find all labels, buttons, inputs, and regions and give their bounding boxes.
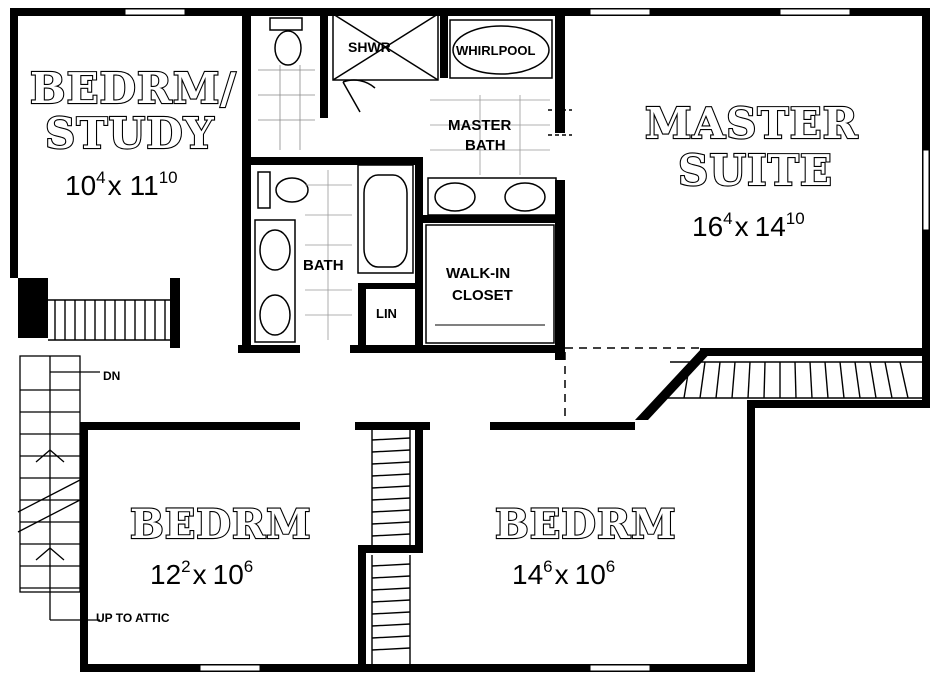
walk-in-label-1: WALK-IN (446, 265, 510, 282)
master-width: 16 (692, 211, 723, 242)
bedroom-left-height-inches: 6 (244, 557, 253, 576)
bedroom-left-dim-separator: x (193, 559, 207, 590)
walk-in-label-2: CLOSET (452, 287, 513, 304)
bath-label: BATH (303, 257, 344, 274)
bedroom-left-width: 12 (150, 559, 181, 590)
master-bath-label-1: MASTER (448, 117, 512, 134)
bedroom-right-width: 14 (512, 559, 543, 590)
study-title-line1: BEDRM/ (30, 64, 237, 113)
interior-walls (18, 8, 922, 672)
study-width-inches: 4 (96, 168, 105, 187)
bath-fixtures (254, 13, 572, 344)
dashed-openings (564, 347, 700, 420)
bedroom-right-height-inches: 6 (606, 557, 615, 576)
master-width-inches: 4 (723, 209, 732, 228)
master-title-line1: MASTER (645, 99, 859, 148)
bedroom-left-title: BEDRM (130, 501, 312, 548)
diagonal-wall (635, 348, 715, 420)
study-height: 11 (130, 170, 159, 201)
study-height-inches: 10 (159, 168, 178, 187)
bedroom-left-height: 10 (213, 559, 244, 590)
master-height: 14 (755, 211, 786, 242)
study-dim-separator: x (108, 170, 122, 201)
attic-label: UP TO ATTIC (96, 611, 170, 625)
study-width: 10 (65, 170, 96, 201)
master-dim-separator: x (735, 211, 749, 242)
study-title-line2: STUDY (45, 109, 215, 158)
bedroom-right-title: BEDRM (495, 501, 677, 548)
master-title-line2: SUITE (678, 146, 833, 195)
closet-hatching (48, 299, 922, 664)
whirlpool-label: WHIRLPOOL (456, 43, 535, 58)
linen-label: LIN (376, 306, 397, 321)
master-bath-label-2: BATH (465, 137, 506, 154)
bedroom-right-height: 10 (575, 559, 606, 590)
stair-down-label: DN (103, 369, 120, 383)
stairs (17, 355, 100, 621)
shower-label: SHWR (348, 39, 391, 55)
bedroom-right-width-inches: 6 (543, 557, 552, 576)
master-height-inches: 10 (786, 209, 805, 228)
bedroom-left-width-inches: 2 (181, 557, 190, 576)
windows (124, 8, 930, 672)
bedroom-right-dim-separator: x (555, 559, 569, 590)
